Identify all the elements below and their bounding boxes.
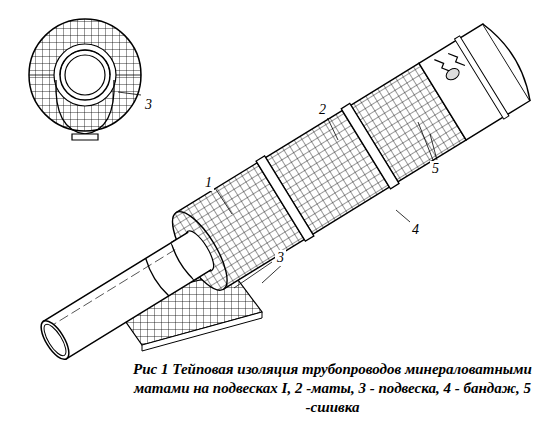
callout-number: 5 <box>430 161 441 177</box>
callout-number: 4 <box>410 222 421 238</box>
figure-caption: Рис 1 Тейповая изоляция трубопроводов ми… <box>130 360 535 416</box>
callout-number: 3 <box>275 250 286 266</box>
callout-number: 3 <box>143 97 154 113</box>
callout-number: 1 <box>203 175 214 191</box>
cross-section <box>29 19 141 140</box>
callout-number: 2 <box>317 102 328 118</box>
mat-slab-edge <box>142 312 262 351</box>
leader-lines <box>215 117 437 288</box>
pipe <box>23 18 539 385</box>
